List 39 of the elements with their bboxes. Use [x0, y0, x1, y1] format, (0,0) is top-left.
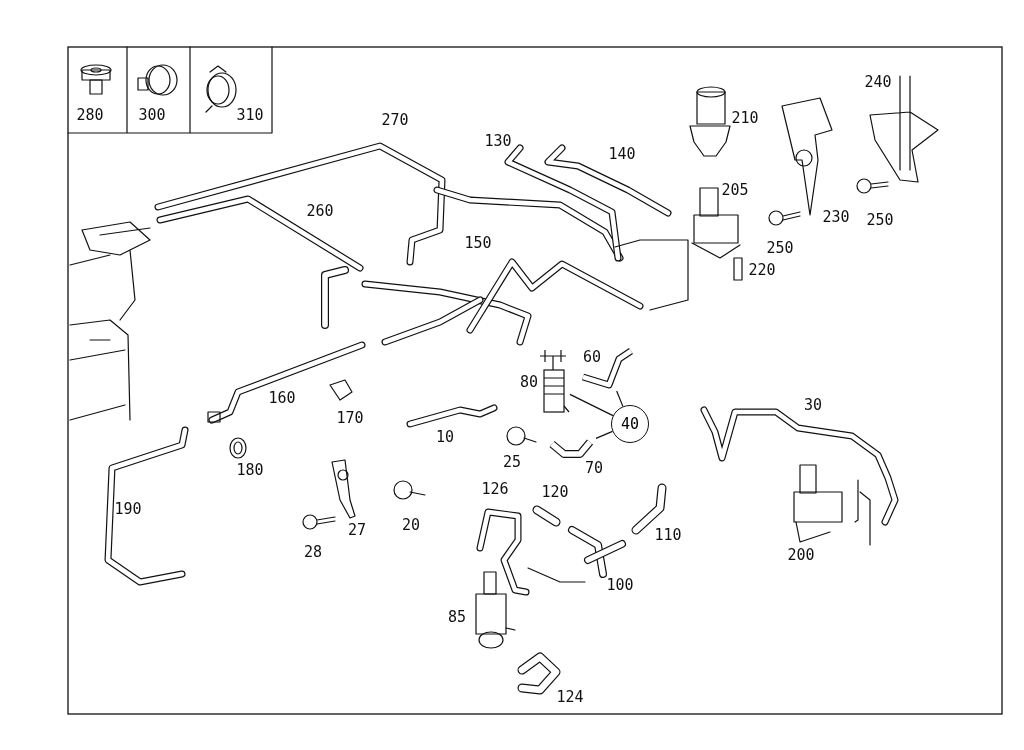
- callout-number: 160: [268, 390, 296, 406]
- callout-number: 130: [484, 133, 512, 149]
- leader-line: [569, 393, 614, 417]
- callout-number: 170: [336, 410, 364, 426]
- callout-number: 80: [519, 374, 539, 390]
- leader-line: [616, 390, 624, 407]
- callout-number: 200: [787, 547, 815, 563]
- callout-number: 180: [236, 462, 264, 478]
- callout-number: 250: [866, 212, 894, 228]
- callout-number: 85: [447, 609, 467, 625]
- callout-number: 280: [76, 107, 104, 123]
- callout-number: 110: [654, 527, 682, 543]
- callout-number: 126: [481, 481, 509, 497]
- callout-number: 190: [114, 501, 142, 517]
- callout-number: 150: [464, 235, 492, 251]
- leader-line: [595, 430, 614, 439]
- callout-number: 20: [401, 517, 421, 533]
- callout-number: 124: [556, 689, 584, 705]
- callout-number: 250: [766, 240, 794, 256]
- callout-number: 100: [606, 577, 634, 593]
- callout-number: 220: [748, 262, 776, 278]
- callout-number: 210: [731, 110, 759, 126]
- callout-number: 260: [306, 203, 334, 219]
- callout-number: 28: [303, 544, 323, 560]
- callout-circle: 40: [611, 405, 649, 443]
- callout-number: 27: [347, 522, 367, 538]
- callout-number: 25: [502, 454, 522, 470]
- callout-number: 230: [822, 209, 850, 225]
- callout-number: 30: [803, 397, 823, 413]
- callout-number: 10: [435, 429, 455, 445]
- callout-number: 120: [541, 484, 569, 500]
- callout-number: 300: [138, 107, 166, 123]
- callout-number: 60: [582, 349, 602, 365]
- callout-number: 205: [721, 182, 749, 198]
- callout-number: 70: [584, 460, 604, 476]
- callout-number: 240: [864, 74, 892, 90]
- callout-number: 310: [236, 107, 264, 123]
- callout-number: 140: [608, 146, 636, 162]
- callout-number: 270: [381, 112, 409, 128]
